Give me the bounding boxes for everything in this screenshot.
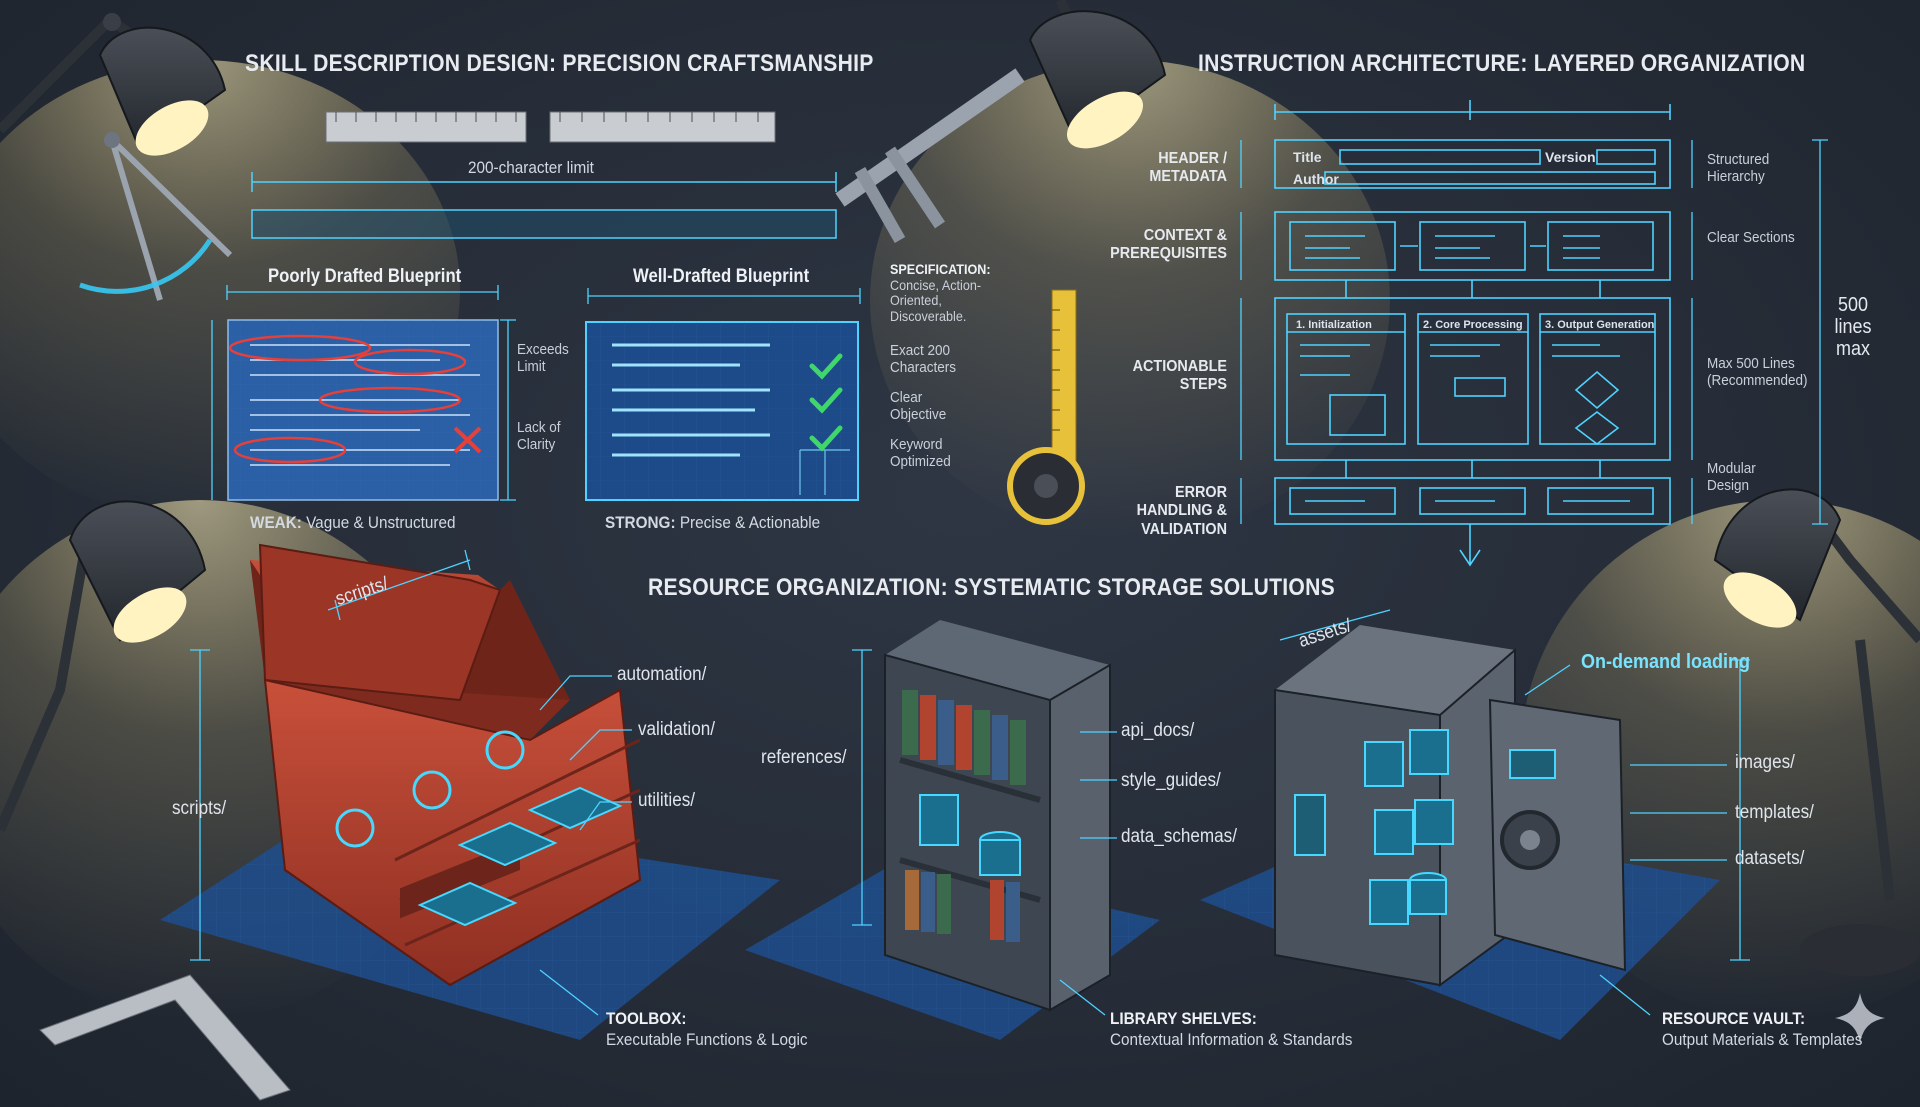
label-actionable-steps: ACTIONABLE STEPS <box>1132 358 1227 394</box>
step-output-generation: 3. Output Generation <box>1545 319 1655 331</box>
library-side-dir: references/ <box>761 747 847 768</box>
form-field-version: Version <box>1545 149 1596 165</box>
books-icon <box>905 870 1020 942</box>
specification-note: SPECIFICATION:Concise, Action-Oriented, … <box>890 261 991 325</box>
toolbox-icon <box>250 543 642 987</box>
image-file-icons <box>1364 729 1454 925</box>
step-core-processing: 2. Core Processing <box>1423 319 1523 331</box>
gear-icon <box>335 730 525 848</box>
note-modular-design: Modular Design <box>1707 460 1756 494</box>
file-icons <box>417 786 623 927</box>
note-structured-hierarchy: Structured Hierarchy <box>1707 151 1770 185</box>
desk-lamp-bottom-right-icon <box>1713 488 1920 976</box>
desk-lamp-top-left-icon <box>0 13 227 156</box>
dir-utilities: utilities/ <box>638 790 696 811</box>
poor-blueprint-sheet <box>211 285 516 501</box>
toolbox-caption: TOOLBOX:Executable Functions & Logic <box>606 1009 808 1050</box>
ruler-icon <box>325 111 776 143</box>
compass-icon <box>79 132 233 301</box>
desk-lamp-top-center-icon <box>1028 0 1167 149</box>
poor-note-exceeds: Exceeds Limit <box>517 341 569 375</box>
dir-data-schemas: data_schemas/ <box>1121 826 1237 847</box>
vault-caption: RESOURCE VAULT:Output Materials & Templa… <box>1662 1009 1863 1050</box>
limit-dimension-line <box>251 172 837 239</box>
step-initialization: 1. Initialization <box>1296 319 1372 331</box>
sparkle-logo-icon <box>1835 993 1885 1043</box>
label-header-metadata: HEADER / METADATA <box>1149 150 1227 186</box>
toolbox-side-dir: scripts/ <box>172 798 227 819</box>
dir-images: images/ <box>1735 752 1795 773</box>
note-max-500-lines: Max 500 Lines (Recommended) <box>1707 355 1808 389</box>
check-clear-objective: Clear Objective <box>890 389 947 423</box>
check-keyword-optimized: Keyword Optimized <box>890 436 951 470</box>
library-caption: LIBRARY SHELVES:Contextual Information &… <box>1110 1009 1353 1050</box>
label-error-handling: ERROR HANDLING & VALIDATION <box>1136 484 1227 538</box>
skill-description-title: SKILL DESCRIPTION DESIGN: PRECISION CRAF… <box>245 50 874 77</box>
weak-caption: WEAK: Vague & Unstructured <box>250 513 456 532</box>
dir-automation: automation/ <box>617 664 707 685</box>
architecture-blueprint <box>1240 100 1828 567</box>
strong-caption: STRONG: Precise & Actionable <box>605 513 821 532</box>
instruction-architecture-title: INSTRUCTION ARCHITECTURE: LAYERED ORGANI… <box>1198 50 1806 77</box>
leader-lines <box>190 549 1750 1016</box>
caliper-icon <box>835 68 1025 243</box>
limit-label: 200-character limit <box>468 158 594 177</box>
dir-validation: validation/ <box>638 719 716 740</box>
tape-measure-icon <box>1007 289 1085 525</box>
dir-style-guides: style_guides/ <box>1121 770 1221 791</box>
vault-safe-icon <box>1274 625 1627 987</box>
dir-templates: templates/ <box>1735 802 1814 823</box>
check-exact-200: Exact 200 Characters <box>890 342 957 376</box>
poor-blueprint-heading: Poorly Drafted Blueprint <box>268 266 462 287</box>
note-clear-sections: Clear Sections <box>1707 229 1795 246</box>
set-square-icon <box>39 974 291 1101</box>
form-field-title: Title <box>1293 149 1322 165</box>
line-limit-note: 500 lines max <box>1834 294 1872 360</box>
desk-lamp-bottom-left-icon <box>0 500 207 832</box>
good-blueprint-sheet <box>585 288 861 501</box>
resource-organization-title: RESOURCE ORGANIZATION: SYSTEMATIC STORAG… <box>648 574 1335 601</box>
document-database-icons <box>919 794 1021 876</box>
binder-icons <box>902 690 1026 785</box>
dir-api-docs: api_docs/ <box>1121 720 1195 741</box>
on-demand-loading-label: On-demand loading <box>1581 651 1751 673</box>
form-field-author: Author <box>1293 171 1339 187</box>
label-context-prerequisites: CONTEXT & PREREQUISITES <box>1110 227 1227 263</box>
bookshelf-icon <box>884 620 1111 1012</box>
checkmark-icons <box>809 353 843 452</box>
poor-note-clarity: Lack of Clarity <box>517 419 561 453</box>
good-blueprint-heading: Well-Drafted Blueprint <box>633 266 810 287</box>
dir-datasets: datasets/ <box>1735 848 1805 869</box>
